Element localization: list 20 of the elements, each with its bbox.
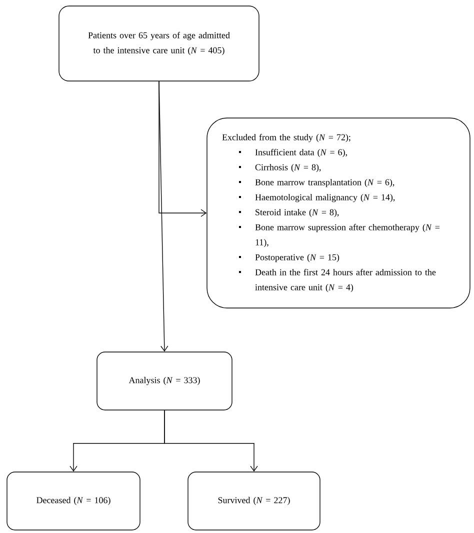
- box-text: Deceased (N = 106): [36, 496, 110, 506]
- arrow: [164, 410, 258, 472]
- process-box: [58, 6, 260, 82]
- process-box: [96, 352, 232, 410]
- list-item: Bone marrow supression after chemotherapy (N = 11),: [239, 224, 440, 248]
- process-box: [6, 472, 140, 530]
- box-text: Patients over 65 years of age admitted to the intensive care unit (N = 405): [88, 32, 230, 56]
- process-box: [188, 472, 320, 530]
- box-text: Analysis (N = 333): [128, 376, 200, 386]
- list-item: Death in the first 24 hours after admission to the intensive care unit (N = 4): [239, 268, 436, 292]
- list-item: Postoperative (N = 15): [239, 254, 340, 262]
- exclusion-box: [206, 118, 470, 308]
- list-item: Bone marrow transplantation (N = 6),: [239, 178, 394, 188]
- list-item: Insufficient data (N = 6),: [239, 148, 347, 158]
- arrow: [158, 81, 207, 217]
- list-item: Haemotological malignancy (N = 14),: [239, 194, 395, 202]
- box-text: Survived (N = 227): [218, 496, 290, 506]
- heading: Excluded from the study (N = 72);: [222, 134, 350, 142]
- list-item: Steroid intake (N = 8),: [239, 208, 339, 218]
- list-item: Cirrhosis (N = 8),: [239, 164, 321, 172]
